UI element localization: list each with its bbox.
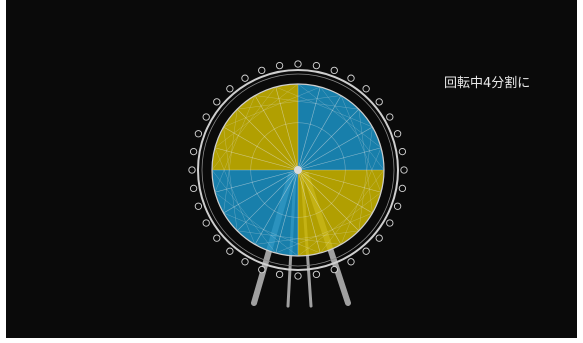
- lattice-brace: [340, 95, 382, 193]
- spoke: [297, 95, 342, 171]
- gondola: [362, 247, 370, 255]
- spoke: [275, 86, 299, 171]
- gondola: [275, 61, 284, 70]
- gondola: [294, 272, 302, 280]
- ferris-wheel-illustration: [188, 60, 408, 308]
- wheel-hub: [294, 166, 302, 174]
- gondola: [194, 202, 203, 210]
- gondola: [362, 85, 370, 93]
- gondola: [194, 130, 203, 138]
- video-frame: 回転中4分割に: [6, 0, 577, 338]
- gondola: [189, 147, 198, 156]
- gondola: [398, 184, 407, 193]
- lattice-brace: [214, 147, 256, 245]
- gondola: [400, 166, 408, 174]
- inner-ring: [250, 122, 346, 218]
- lattice-brace: [214, 95, 256, 193]
- lattice-brace: [214, 83, 299, 148]
- spoke: [236, 108, 299, 171]
- caption-text: 回転中4分割に: [444, 76, 531, 91]
- outer-rim: [197, 69, 399, 271]
- lattice-brace: [237, 95, 342, 110]
- lattice-brace: [320, 169, 385, 254]
- lattice-brace: [223, 212, 321, 254]
- lattice-brace: [223, 86, 321, 128]
- gondola: [375, 234, 383, 242]
- gondola: [226, 85, 234, 93]
- inner-rim: [211, 83, 385, 257]
- lattice-brace: [320, 86, 385, 171]
- lattice-brace: [214, 192, 299, 257]
- spoke: [236, 169, 299, 232]
- lattice-brace: [211, 86, 276, 171]
- wheel-gondolas: [188, 60, 408, 280]
- spoke: [214, 147, 299, 171]
- gondola: [188, 166, 196, 174]
- gondola: [241, 258, 249, 266]
- spoke: [214, 169, 299, 193]
- wheel-rim: [197, 69, 399, 271]
- spoke: [297, 86, 321, 171]
- gondola: [258, 66, 266, 75]
- spoke: [254, 169, 299, 245]
- lattice-brace: [254, 95, 359, 110]
- spoke: [223, 169, 299, 214]
- gondola: [202, 219, 210, 227]
- lattice-brace: [275, 86, 373, 128]
- spoke: [297, 169, 382, 193]
- wheel-spokes: [211, 83, 385, 257]
- gondola: [226, 247, 234, 255]
- gondola: [189, 184, 198, 193]
- spoke: [275, 169, 299, 254]
- lattice-brace: [358, 109, 373, 214]
- gondola: [386, 219, 394, 227]
- spoke: [254, 95, 299, 171]
- spoke: [297, 169, 373, 214]
- gondola: [393, 130, 402, 138]
- gondola: [386, 113, 394, 121]
- spoke: [297, 108, 360, 171]
- lattice-brace: [358, 126, 373, 231]
- gondola: [312, 61, 321, 70]
- spoke: [297, 169, 360, 232]
- gondola: [213, 234, 221, 242]
- gondola: [312, 270, 321, 279]
- spoke: [297, 169, 342, 245]
- gondola: [213, 98, 221, 106]
- spoke: [297, 126, 373, 171]
- lattice-brace: [340, 147, 382, 245]
- gondola: [294, 60, 302, 68]
- gondola: [330, 265, 338, 274]
- gondola: [241, 74, 249, 82]
- gondola: [398, 147, 407, 156]
- lattice-brace: [223, 109, 238, 214]
- lattice-brace: [254, 230, 359, 245]
- spoke: [223, 126, 299, 171]
- gondola: [347, 74, 355, 82]
- gondola: [375, 98, 383, 106]
- lattice-brace: [211, 169, 276, 254]
- gondola: [202, 113, 210, 121]
- lattice-brace: [275, 212, 373, 254]
- gondola: [347, 258, 355, 266]
- rim-track: [201, 73, 395, 267]
- gondola: [275, 270, 284, 279]
- spoke: [297, 147, 382, 171]
- lattice-brace: [223, 126, 238, 231]
- lattice-brace: [297, 192, 382, 257]
- spoke: [297, 169, 321, 254]
- lattice-brace: [297, 83, 382, 148]
- gondola: [330, 66, 338, 75]
- gondola: [258, 265, 266, 274]
- lattice-brace: [237, 230, 342, 245]
- gondola: [393, 202, 402, 210]
